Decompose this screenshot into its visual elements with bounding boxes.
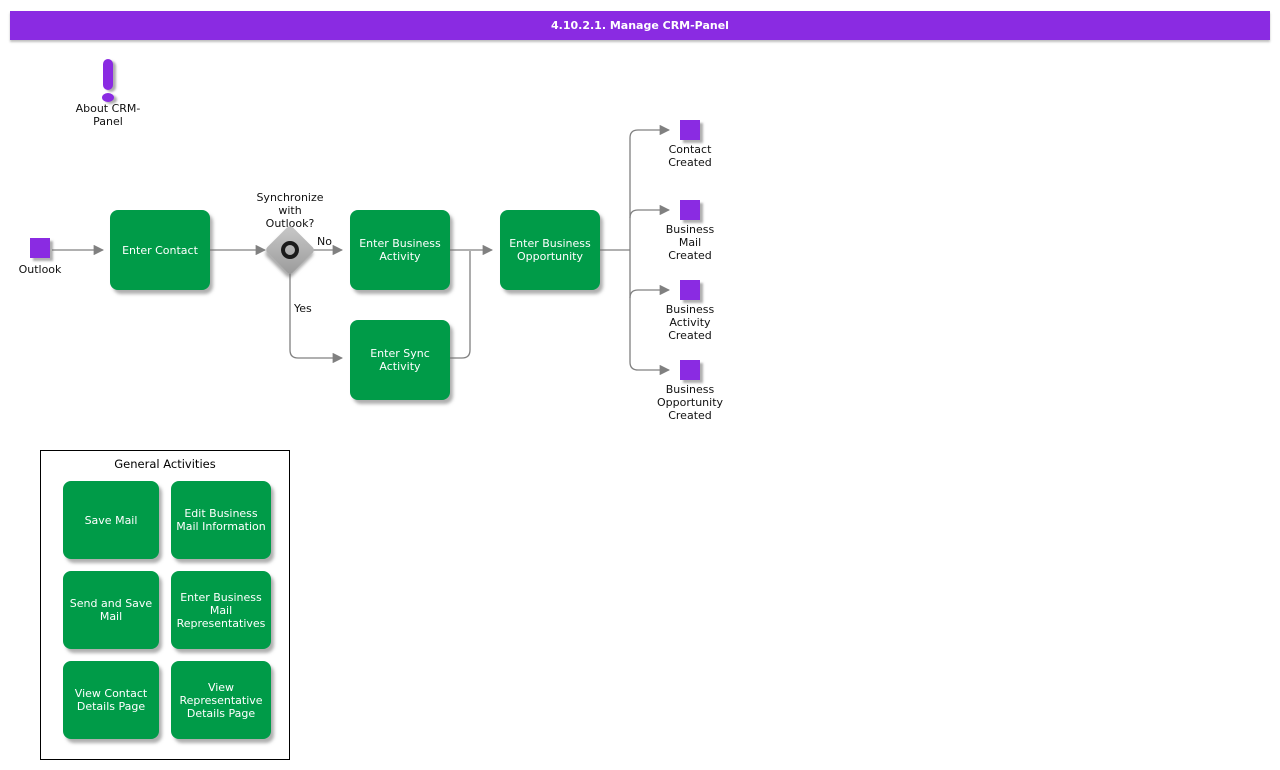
start-event-outlook[interactable] [30, 238, 50, 258]
decision-yes-label: Yes [294, 302, 312, 315]
connector-decision-yes-to-sync-activity [289, 268, 344, 364]
connector-branch-to-business-opportunity-created [629, 250, 671, 376]
decision-no-label: No [317, 235, 332, 248]
end-event-contact-created[interactable] [680, 120, 700, 140]
general-activities-title: General Activities [114, 457, 216, 471]
end-event-business-opportunity-created[interactable] [680, 360, 700, 380]
button-view-contact-details-page-label: View Contact Details Page [74, 687, 148, 713]
end-event-business-activity-created[interactable] [680, 280, 700, 300]
connector-sync-activity-join [450, 251, 471, 359]
button-view-contact-details-page[interactable]: View Contact Details Page [63, 661, 159, 739]
start-event-outlook-label: Outlook [18, 263, 62, 276]
end-event-contact-created-label: Contact Created [668, 143, 712, 169]
activity-enter-sync-activity-label: Enter Sync Activity [370, 347, 430, 373]
decision-question-label: Synchronize with Outlook? [256, 191, 324, 230]
activity-enter-business-opportunity-label: Enter Business Opportunity [509, 237, 591, 263]
decision-ring-icon [281, 241, 299, 259]
end-event-business-mail-created-label: Business Mail Created [665, 223, 715, 262]
activity-enter-sync-activity[interactable]: Enter Sync Activity [350, 320, 450, 400]
button-save-mail[interactable]: Save Mail [63, 481, 159, 559]
decision-gateway[interactable] [264, 224, 316, 276]
activity-enter-business-opportunity[interactable]: Enter Business Opportunity [500, 210, 600, 290]
button-enter-business-mail-representatives[interactable]: Enter Business Mail Representatives [171, 571, 271, 649]
exclamation-icon-dot[interactable] [102, 93, 114, 102]
general-activities-panel: General Activities Save Mail Edit Busine… [40, 450, 290, 760]
activity-enter-business-activity-label: Enter Business Activity [359, 237, 441, 263]
button-edit-business-mail-information[interactable]: Edit Business Mail Information [171, 481, 271, 559]
activity-enter-business-activity[interactable]: Enter Business Activity [350, 210, 450, 290]
button-view-representative-details-page[interactable]: View Representative Details Page [171, 661, 271, 739]
button-save-mail-label: Save Mail [84, 513, 138, 527]
page-title: 4.10.2.1. Manage CRM-Panel [551, 19, 729, 32]
exclamation-icon[interactable] [103, 59, 113, 90]
diagram-title-bar: 4.10.2.1. Manage CRM-Panel [10, 11, 1270, 40]
connector-branch-to-business-activity-created [629, 284, 671, 299]
button-edit-business-mail-information-label: Edit Business Mail Information [176, 507, 266, 533]
connector-branch-to-contact-created [629, 124, 671, 250]
activity-enter-contact-label: Enter Contact [122, 243, 198, 257]
button-send-and-save-mail-label: Send and Save Mail [69, 597, 153, 623]
end-event-business-activity-created-label: Business Activity Created [665, 303, 715, 342]
button-enter-business-mail-representatives-label: Enter Business Mail Representatives [176, 590, 266, 630]
end-event-business-mail-created[interactable] [680, 200, 700, 220]
about-crm-panel-label: About CRM-Panel [75, 102, 141, 128]
button-send-and-save-mail[interactable]: Send and Save Mail [63, 571, 159, 649]
end-event-business-opportunity-created-label: Business Opportunity Created [657, 383, 724, 422]
activity-enter-contact[interactable]: Enter Contact [110, 210, 210, 290]
button-view-representative-details-page-label: View Representative Details Page [179, 680, 263, 720]
connector-branch-to-business-mail-created [629, 204, 671, 219]
